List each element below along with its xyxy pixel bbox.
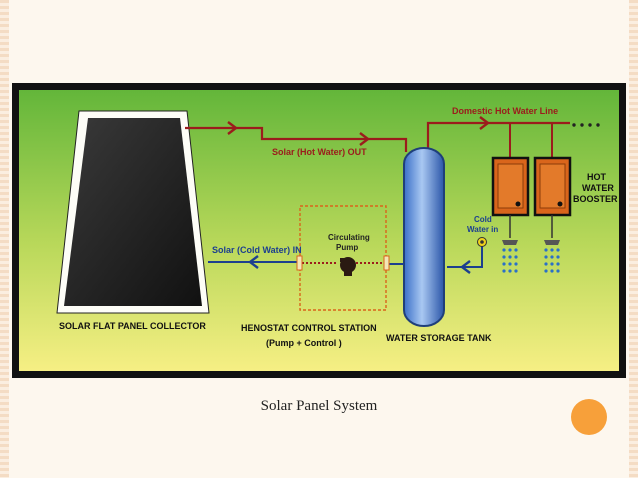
solar-flat-panel-collector xyxy=(56,110,210,314)
cold-water-return-pipe xyxy=(208,255,404,269)
hot-water-out-pipe xyxy=(185,121,408,152)
label-cold-water-line1: Cold xyxy=(474,215,492,224)
cold-water-in-pipe xyxy=(447,237,487,274)
right-border-stripe xyxy=(629,0,638,478)
label-cold-in: Solar (Cold Water) IN xyxy=(212,245,302,255)
water-storage-tank xyxy=(403,147,445,327)
label-tank: WATER STORAGE TANK xyxy=(386,333,492,343)
label-collector: SOLAR FLAT PANEL COLLECTOR xyxy=(59,321,206,331)
label-hot-out: Solar (Hot Water) OUT xyxy=(272,147,367,157)
label-cold-water-line2: Water in xyxy=(467,225,498,234)
slide-caption: Solar Panel System xyxy=(260,398,378,414)
domestic-hot-water-line xyxy=(426,116,600,160)
label-pump-line1: Circulating xyxy=(328,233,370,242)
henostat-control-station xyxy=(296,205,390,311)
decorative-orange-circle xyxy=(571,399,607,435)
label-booster-line2: WATER xyxy=(582,183,614,193)
shower-drops-2 xyxy=(544,248,560,273)
label-control-line2: (Pump + Control ) xyxy=(266,338,342,348)
label-pump-line2: Pump xyxy=(336,243,358,252)
label-domestic-line: Domestic Hot Water Line xyxy=(452,106,558,116)
hot-water-booster-2 xyxy=(533,156,572,245)
label-booster-line3: BOOSTER xyxy=(573,194,618,204)
label-control-line1: HENOSTAT CONTROL STATION xyxy=(241,323,377,333)
hot-water-booster-1 xyxy=(491,156,530,245)
label-booster-line1: HOT xyxy=(587,172,607,182)
shower-drops-1 xyxy=(502,248,518,273)
left-border-stripe xyxy=(0,0,9,478)
circulating-pump xyxy=(340,257,356,276)
